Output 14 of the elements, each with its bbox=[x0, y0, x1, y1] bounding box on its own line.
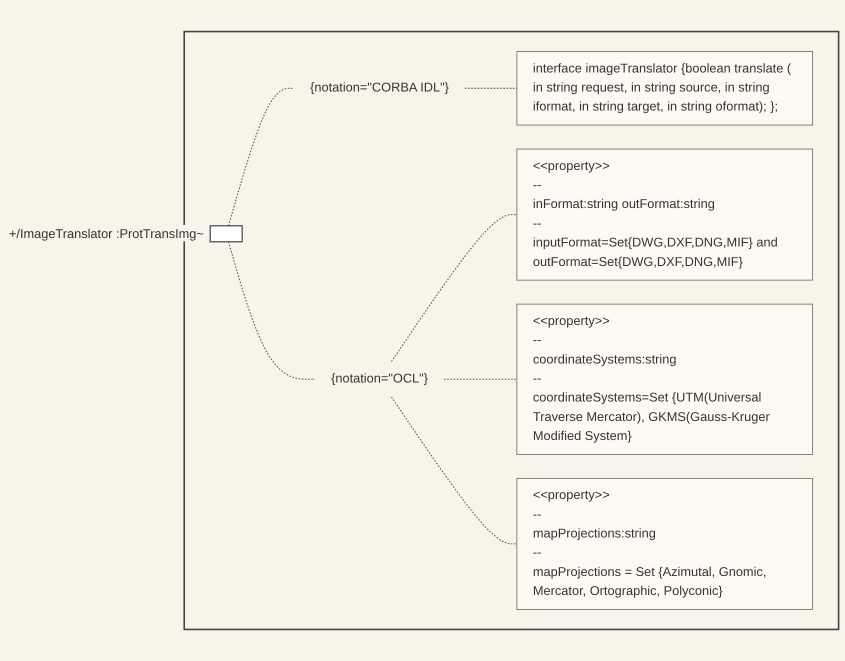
port-label: +/ImageTranslator :ProtTransImg~ bbox=[8, 226, 204, 241]
node-box bbox=[210, 225, 243, 242]
node-text: {notation="OCL"} bbox=[331, 372, 428, 386]
node-box: <<property>> -- coordinateSystems:string -- coordinateSystems=Set {UTM(Universal Traverse Mercator), GKMS(Gauss-Kruger Modified System} bbox=[516, 304, 814, 455]
node-box: <<property>> -- mapProjections:string -- mapProjections = Set {Azimutal, Gnomic, Mercator, Ortographic, Polyconic} bbox=[516, 478, 814, 610]
connector bbox=[391, 214, 517, 362]
node-box: interface imageTranslator {boolean translate ( in string request, in string source, in string iformat, in string target, in string oformat); }; bbox=[516, 51, 814, 126]
connector bbox=[391, 396, 517, 544]
connector bbox=[228, 88, 294, 226]
connector bbox=[444, 378, 517, 380]
connector bbox=[464, 88, 517, 89]
node-text: {notation="CORBA IDL"} bbox=[310, 81, 449, 95]
node-box: <<property>> -- inFormat:string outFormat:string -- inputFormat=Set{DWG,DXF,DNG,MIF} and outFormat=Set{DWG,DXF,DNG,MIF} bbox=[516, 148, 814, 281]
connector bbox=[228, 242, 316, 380]
